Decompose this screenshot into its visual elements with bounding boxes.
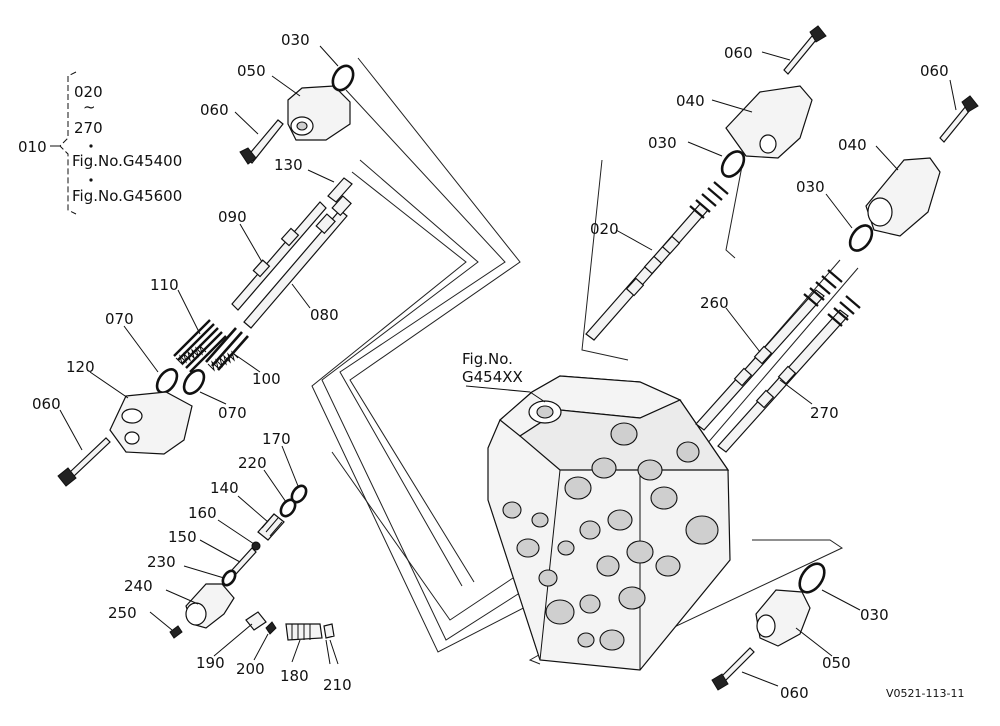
callout-220: 220 bbox=[238, 454, 267, 472]
o-ring-230 bbox=[221, 569, 237, 587]
spool-270 bbox=[717, 295, 861, 453]
leader-lines bbox=[59, 45, 957, 687]
callout-050-top: 050 bbox=[237, 62, 266, 80]
callout-060-top-right-a: 060 bbox=[724, 44, 753, 62]
group-bracket: 010 020 ~ 270 Fig.No.G45400 Fig.No.G4560… bbox=[18, 71, 182, 215]
callout-030-right-a: 030 bbox=[648, 134, 677, 152]
end-cover-120 bbox=[109, 391, 193, 455]
spring-100 bbox=[205, 327, 249, 372]
o-ring-030-top bbox=[331, 64, 355, 92]
group-range-start: 020 bbox=[74, 83, 103, 101]
washer-200 bbox=[265, 621, 277, 635]
callout-060-top-right-b: 060 bbox=[920, 62, 949, 80]
group-fig-ref-2: Fig.No.G45600 bbox=[72, 187, 182, 205]
callout-110: 110 bbox=[150, 276, 179, 294]
callout-260: 260 bbox=[700, 294, 729, 312]
housing-240 bbox=[185, 583, 235, 629]
spool-260 bbox=[695, 269, 843, 431]
callout-030-bottom: 030 bbox=[860, 606, 889, 624]
callout-100: 100 bbox=[252, 370, 281, 388]
poppet-150 bbox=[231, 547, 257, 575]
callout-070-mid: 070 bbox=[218, 404, 247, 422]
housing-040-a bbox=[725, 85, 813, 159]
end-cover-050-bottom bbox=[755, 589, 811, 647]
callout-200: 200 bbox=[236, 660, 265, 678]
callout-140: 140 bbox=[210, 479, 239, 497]
callout-240: 240 bbox=[124, 577, 153, 595]
figure-ref-line1: Fig.No. bbox=[462, 350, 513, 368]
callout-150: 150 bbox=[168, 528, 197, 546]
bolt-060-top-right-b bbox=[939, 95, 979, 143]
callout-120: 120 bbox=[66, 358, 95, 376]
callout-090: 090 bbox=[218, 208, 247, 226]
o-ring-030-right-b bbox=[848, 224, 874, 252]
callout-060-left: 060 bbox=[32, 395, 61, 413]
o-ring-070-left bbox=[155, 368, 179, 394]
callout-180: 180 bbox=[280, 667, 309, 685]
callout-060-top-left: 060 bbox=[200, 101, 229, 119]
o-ring-170 bbox=[290, 484, 308, 504]
callout-170: 170 bbox=[262, 430, 291, 448]
callout-080: 080 bbox=[310, 306, 339, 324]
spring-190 bbox=[245, 611, 267, 631]
spring-110 bbox=[173, 319, 227, 373]
callout-210: 210 bbox=[323, 676, 352, 694]
end-cover-050-top bbox=[287, 85, 351, 141]
callout-230: 230 bbox=[147, 553, 176, 571]
bolt-060-top-left bbox=[239, 119, 284, 165]
callout-030-right-b: 030 bbox=[796, 178, 825, 196]
spool-020 bbox=[585, 181, 729, 341]
spool-080 bbox=[243, 195, 352, 329]
callout-160: 160 bbox=[188, 504, 217, 522]
callout-250: 250 bbox=[108, 604, 137, 622]
group-range-tilde: ~ bbox=[83, 98, 96, 116]
seat-140 bbox=[257, 513, 285, 541]
control-valve-body bbox=[487, 375, 731, 671]
o-ring-030-bottom bbox=[798, 562, 826, 594]
plug-250 bbox=[169, 625, 183, 639]
callout-270: 270 bbox=[810, 404, 839, 422]
group-label-010: 010 bbox=[18, 138, 47, 156]
callout-040-a: 040 bbox=[676, 92, 705, 110]
bolt-060-bottom bbox=[711, 647, 755, 691]
callout-labels: 030 050 060 130 090 080 110 070 120 100 … bbox=[32, 31, 949, 702]
spool-090 bbox=[231, 201, 327, 311]
callout-040-b: 040 bbox=[838, 136, 867, 154]
nut-210 bbox=[323, 623, 335, 639]
callout-060-bottom: 060 bbox=[780, 684, 809, 702]
callout-130: 130 bbox=[274, 156, 303, 174]
plug-130 bbox=[327, 177, 353, 203]
bolt-060-left bbox=[57, 437, 111, 487]
image-code: V0521-113-11 bbox=[886, 687, 964, 700]
callout-050-bottom: 050 bbox=[822, 654, 851, 672]
callout-190: 190 bbox=[196, 654, 225, 672]
group-range-end: 270 bbox=[74, 119, 103, 137]
callout-030-top: 030 bbox=[281, 31, 310, 49]
figure-ref-line2: G454XX bbox=[462, 368, 523, 386]
callout-020: 020 bbox=[590, 220, 619, 238]
adjust-screw-180 bbox=[285, 623, 323, 641]
bolt-060-top-right-a bbox=[783, 25, 827, 75]
group-fig-ref-1: Fig.No.G45400 bbox=[72, 152, 182, 170]
o-ring-070-mid bbox=[182, 369, 206, 395]
housing-040-b bbox=[865, 157, 941, 237]
callout-070-left: 070 bbox=[105, 310, 134, 328]
o-ring-220 bbox=[279, 498, 297, 518]
o-ring-030-right-a bbox=[720, 150, 746, 178]
